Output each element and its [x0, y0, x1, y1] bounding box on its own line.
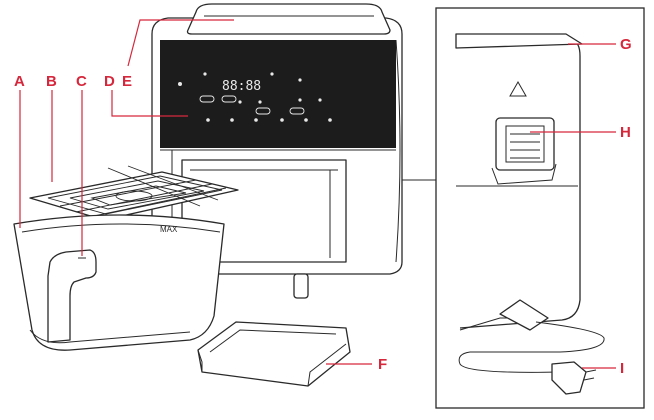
- callout-a: A: [14, 73, 25, 90]
- callout-leaders: [19, 19, 616, 369]
- callout-c: C: [76, 73, 87, 90]
- indicator-dots: [178, 72, 332, 122]
- basket-max-marking: MAX: [160, 225, 178, 234]
- callout-g: G: [620, 36, 632, 53]
- callout-f: F: [378, 356, 387, 373]
- leader-e: [127, 19, 234, 67]
- callout-i: I: [620, 360, 624, 377]
- rear-detail-inset: [402, 7, 645, 409]
- callout-b: B: [46, 73, 57, 90]
- callout-d: D: [104, 73, 115, 90]
- callout-e: E: [122, 73, 132, 90]
- fryer-basket: MAX: [13, 214, 225, 351]
- warning-icon: [509, 80, 527, 97]
- drip-tray: [197, 321, 351, 387]
- leader-d: [111, 90, 188, 117]
- lid: [186, 3, 391, 35]
- display-readout: 88:88: [222, 79, 261, 94]
- control-panel: 88:88: [160, 40, 396, 148]
- callout-h: H: [620, 124, 631, 141]
- panel-buttons: [199, 95, 305, 115]
- callout-labels: A B C D E F G H I: [14, 36, 632, 377]
- basket-handle: [47, 249, 97, 343]
- fryer-foot: [293, 273, 309, 299]
